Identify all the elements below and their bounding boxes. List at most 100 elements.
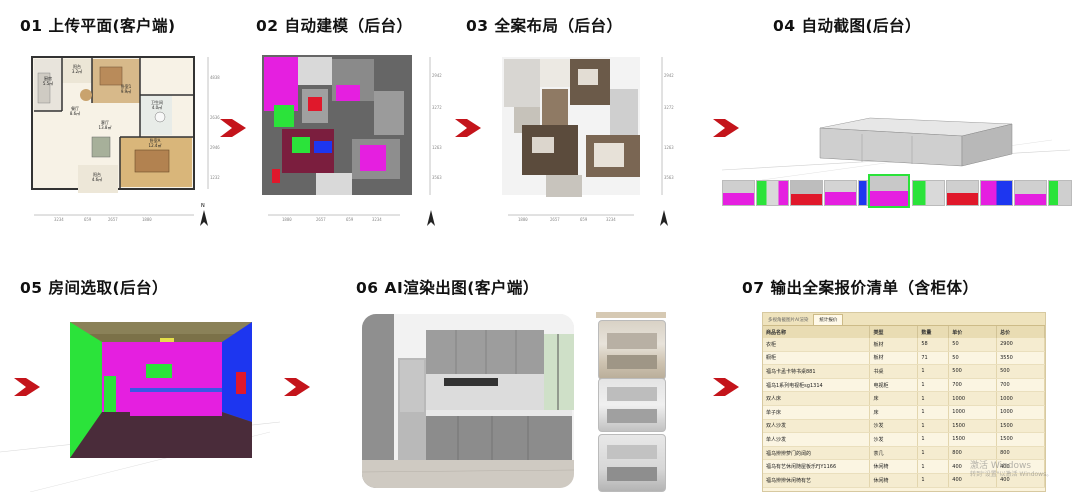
table-cell: 71 xyxy=(917,351,950,366)
dimension-label: 3234 xyxy=(606,217,616,222)
tab-ai-render[interactable]: 多视角截图片AI渲染 xyxy=(768,318,809,323)
thumbnail[interactable] xyxy=(912,180,945,206)
table-cell: 3550 xyxy=(996,351,1045,366)
dimension-label: 3234 xyxy=(54,217,64,222)
dimension-label: 2946 xyxy=(210,145,220,150)
column-header[interactable]: 单价 xyxy=(948,326,998,338)
north-arrow-icon xyxy=(658,206,670,228)
thumbnail[interactable] xyxy=(868,174,910,208)
column-header[interactable]: 类型 xyxy=(869,326,919,338)
table-cell: 50 xyxy=(948,338,998,352)
thumbnail[interactable] xyxy=(756,180,789,206)
step-title-06: 06 AI渲染出图(客户端） xyxy=(356,279,539,297)
thumbnail[interactable] xyxy=(980,180,1013,206)
table-cell: 茶几 xyxy=(869,446,919,461)
table-cell: 1 xyxy=(917,378,950,393)
table-cell: 800 xyxy=(948,446,998,461)
dimension-label: 2657 xyxy=(316,217,326,222)
windows-activation-watermark: 激活 Windows 转到"设置"以激活 Windows。 xyxy=(970,461,1053,478)
table-cell: 1 xyxy=(917,432,950,447)
room-segmentation-view xyxy=(0,322,281,493)
dimension-label: 1263 xyxy=(432,145,442,150)
thumbnail[interactable] xyxy=(824,180,857,206)
step-title-05: 05 房间选取(后台） xyxy=(20,279,169,297)
table-cell: 1000 xyxy=(948,405,998,420)
table-cell: 700 xyxy=(996,378,1045,393)
table-cell: 800 xyxy=(996,446,1045,461)
screenshot-thumbnails xyxy=(722,174,1072,208)
table-cell: 床 xyxy=(869,391,919,406)
table-cell: 400 xyxy=(996,473,1045,488)
arrow-right-icon xyxy=(455,119,481,137)
table-cell: 双人床 xyxy=(763,391,871,406)
table-cell: 1500 xyxy=(996,432,1045,447)
column-header[interactable]: 商品名称 xyxy=(763,326,871,338)
thumbnail[interactable] xyxy=(946,180,979,206)
ai-render-main-image xyxy=(362,314,574,488)
table-cell: 400 xyxy=(948,473,998,488)
table-cell: 单人沙发 xyxy=(763,432,871,447)
table-cell: 1500 xyxy=(996,419,1045,434)
ai-render-variants xyxy=(596,312,668,492)
thumbnail[interactable] xyxy=(722,180,755,206)
table-cell: 1 xyxy=(917,446,950,461)
column-header[interactable]: 数量 xyxy=(917,326,950,338)
table-cell: 1000 xyxy=(996,391,1045,406)
thumbnail[interactable] xyxy=(790,180,823,206)
table-cell: 沙发 xyxy=(869,432,919,447)
thumbnail[interactable] xyxy=(1014,180,1047,206)
table-cell: 沙发 xyxy=(869,419,919,434)
table-cell: 1000 xyxy=(996,405,1045,420)
room-selection-panel xyxy=(0,312,281,493)
column-header[interactable]: 总价 xyxy=(996,326,1045,338)
table-cell: 1 xyxy=(917,473,950,488)
dimension-label: 3563 xyxy=(664,175,674,180)
tab-quote-stats[interactable]: 统计报价 xyxy=(813,314,844,325)
auto-model-panel: 1880 2657 659 3234 2942 3272 1263 3563 xyxy=(252,45,447,235)
render-thumbnail[interactable] xyxy=(598,434,666,492)
floorplan-drawing xyxy=(31,56,209,216)
table-cell: 板材 xyxy=(869,351,919,366)
quote-tabs: 多视角截图片AI渲染 统计报价 xyxy=(763,313,1045,326)
render-thumbnail[interactable] xyxy=(598,378,666,432)
dimension-label: 1880 xyxy=(282,217,292,222)
render-thumbnail[interactable] xyxy=(596,312,666,318)
table-cell: 福乌辨辨萝门的阔的 xyxy=(763,446,871,461)
table-cell: 500 xyxy=(948,364,998,379)
dimension-label: 3272 xyxy=(432,105,442,110)
dimension-label: 2657 xyxy=(108,217,118,222)
dimension-label: 659 xyxy=(84,217,92,222)
auto-model-drawing xyxy=(262,55,431,216)
step-title-03: 03 全案布局（后台） xyxy=(466,17,623,35)
arrow-right-icon xyxy=(220,119,246,137)
dimension-label: 2636 xyxy=(210,115,220,120)
render-thumbnail[interactable] xyxy=(598,320,666,380)
thumbnail[interactable] xyxy=(1048,180,1072,206)
arrow-right-icon xyxy=(713,378,739,396)
table-cell: 1 xyxy=(917,364,950,379)
dimension-label: 659 xyxy=(346,217,354,222)
table-cell: 1500 xyxy=(948,419,998,434)
table-cell: 1000 xyxy=(948,391,998,406)
